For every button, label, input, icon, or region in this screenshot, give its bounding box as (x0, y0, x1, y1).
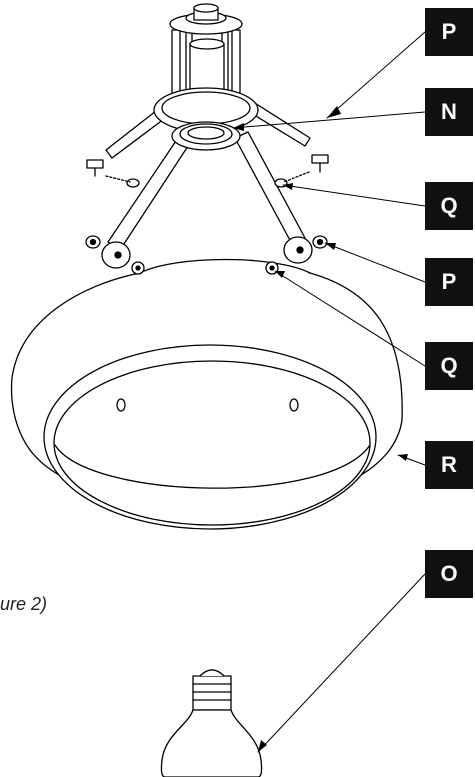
label-p-top: P (425, 8, 473, 56)
arm-ends (101, 236, 313, 269)
leader-p-lower (324, 242, 426, 283)
leader-q-upper (282, 184, 426, 207)
leader-p-top (326, 31, 426, 119)
figure-caption: ure 2) (0, 594, 48, 614)
label-o: O (425, 550, 473, 598)
glass-shade (10, 258, 403, 530)
arrowheads (233, 106, 408, 752)
leader-o (257, 573, 426, 753)
label-q-lower: Q (425, 342, 473, 390)
leader-lines (232, 31, 426, 753)
label-p-lower: P (425, 258, 473, 306)
fixture-frame (105, 3, 311, 251)
label-q-upper: Q (425, 182, 473, 230)
screws-and-washers (85, 154, 329, 275)
label-r: R (425, 441, 473, 489)
leader-n (232, 111, 426, 129)
label-n: N (425, 88, 473, 136)
light-bulb (160, 669, 263, 777)
leader-q-lower (274, 270, 426, 367)
